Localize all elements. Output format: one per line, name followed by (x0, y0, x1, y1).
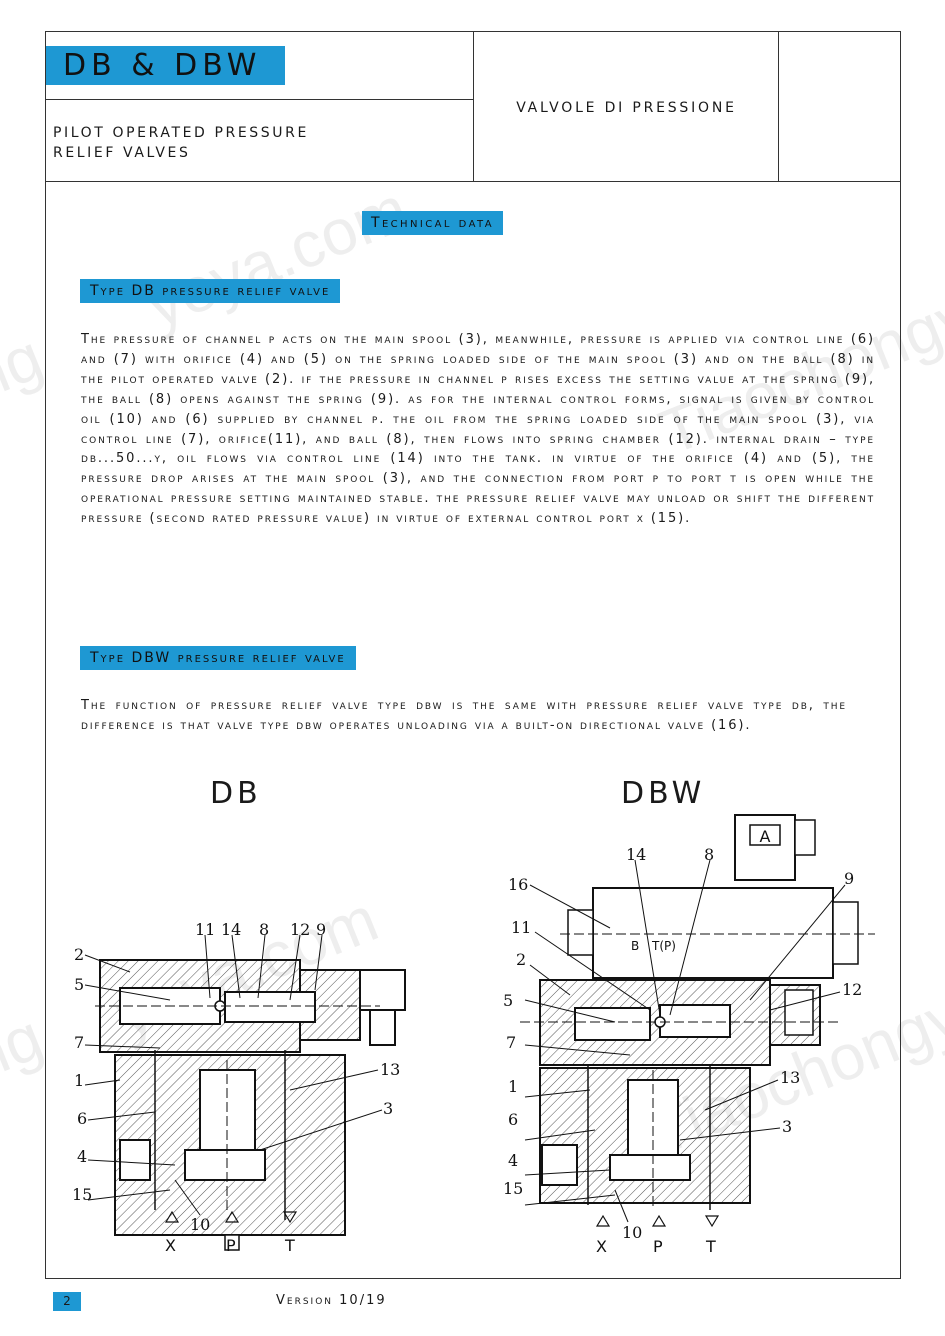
db-label-3: 3 (383, 1099, 393, 1118)
version-label: Version 10/19 (276, 1293, 387, 1308)
product-subtitle: PILOT OPERATED PRESSURE RELIEF VALVES (53, 125, 309, 161)
dbw-directional-valve: A B T(P) (560, 814, 875, 979)
dbw-label-7: 7 (506, 1033, 516, 1052)
italian-title: VALVOLE DI PRESSIONE (516, 100, 737, 116)
dbw-label-10: 10 (622, 1223, 642, 1242)
db-figure-title: DB (210, 776, 262, 811)
dbw-label-16: 16 (508, 875, 528, 894)
db-label-4: 4 (77, 1147, 87, 1166)
db-label-15: 15 (72, 1185, 92, 1204)
db-port-p: P (226, 1236, 236, 1255)
db-description: The pressure of channel P acts on the ma… (81, 332, 875, 527)
db-section-heading: Type DB pressure relief valve (80, 279, 341, 303)
dbw-label-8: 8 (704, 845, 714, 864)
db-label-14: 14 (221, 920, 241, 939)
dbw-section-heading: Type DBW pressure relief valve (80, 646, 356, 670)
db-label-7: 7 (74, 1033, 84, 1052)
dbw-body (520, 979, 840, 1210)
db-port-arrows (164, 1210, 298, 1224)
page-frame: DB & DBW PILOT OPERATED PRESSURE RELIEF … (45, 31, 901, 1279)
dbw-label-3: 3 (782, 1117, 792, 1136)
dbw-label-12: 12 (842, 980, 862, 999)
db-body (95, 959, 406, 1251)
db-callout-leaders (84, 934, 383, 1216)
dbw-label-2: 2 (516, 950, 526, 969)
dbw-label-14: 14 (626, 845, 646, 864)
dbw-label-15: 15 (503, 1179, 523, 1198)
dbw-label-9: 9 (844, 869, 854, 888)
db-label-9: 9 (316, 920, 326, 939)
dbw-port-arrows (595, 1214, 720, 1228)
db-sectional-drawing: 2 5 7 1 6 4 15 11 14 8 12 9 13 3 10 X P … (72, 920, 406, 1255)
dbw-label-6: 6 (508, 1110, 518, 1129)
dbw-port-t: T (705, 1237, 716, 1256)
db-port-t: T (284, 1236, 295, 1255)
db-label-6: 6 (77, 1109, 87, 1128)
db-label-11: 11 (195, 920, 215, 939)
dbw-port-p: P (653, 1237, 663, 1256)
dbw-label-5: 5 (503, 991, 513, 1010)
dbw-port-x: X (596, 1237, 607, 1256)
db-label-12: 12 (290, 920, 310, 939)
header-right-cell (779, 32, 900, 182)
dbw-label-11: 11 (511, 918, 531, 937)
db-label-10: 10 (190, 1215, 210, 1234)
dbw-description: The function of pressure relief valve ty… (81, 698, 847, 733)
dbw-label-1: 1 (508, 1077, 518, 1096)
dbw-label-13: 13 (780, 1068, 800, 1087)
page-number: 2 (53, 1292, 81, 1311)
header-left-cell: DB & DBW PILOT OPERATED PRESSURE RELIEF … (46, 32, 474, 182)
product-title: DB & DBW (46, 46, 285, 85)
header-divider (46, 99, 474, 100)
db-label-1: 1 (74, 1071, 84, 1090)
db-port-x: X (165, 1236, 176, 1255)
header-middle-cell: VALVOLE DI PRESSIONE (474, 32, 779, 182)
technical-data-heading: Technical data (362, 211, 504, 235)
dbw-label-4: 4 (508, 1151, 518, 1170)
dbw-sectional-drawing: A B T(P) (503, 814, 875, 1256)
db-label-5: 5 (74, 975, 84, 994)
dbw-figure-title: DBW (621, 776, 706, 811)
dbw-solenoid-label: A (760, 827, 771, 846)
db-label-13: 13 (380, 1060, 400, 1079)
dbw-callout-leaders (524, 859, 846, 1223)
dbw-port-tp: T(P) (651, 939, 676, 953)
db-label-2: 2 (74, 945, 84, 964)
dbw-port-b: B (631, 939, 639, 953)
db-label-8: 8 (259, 920, 269, 939)
